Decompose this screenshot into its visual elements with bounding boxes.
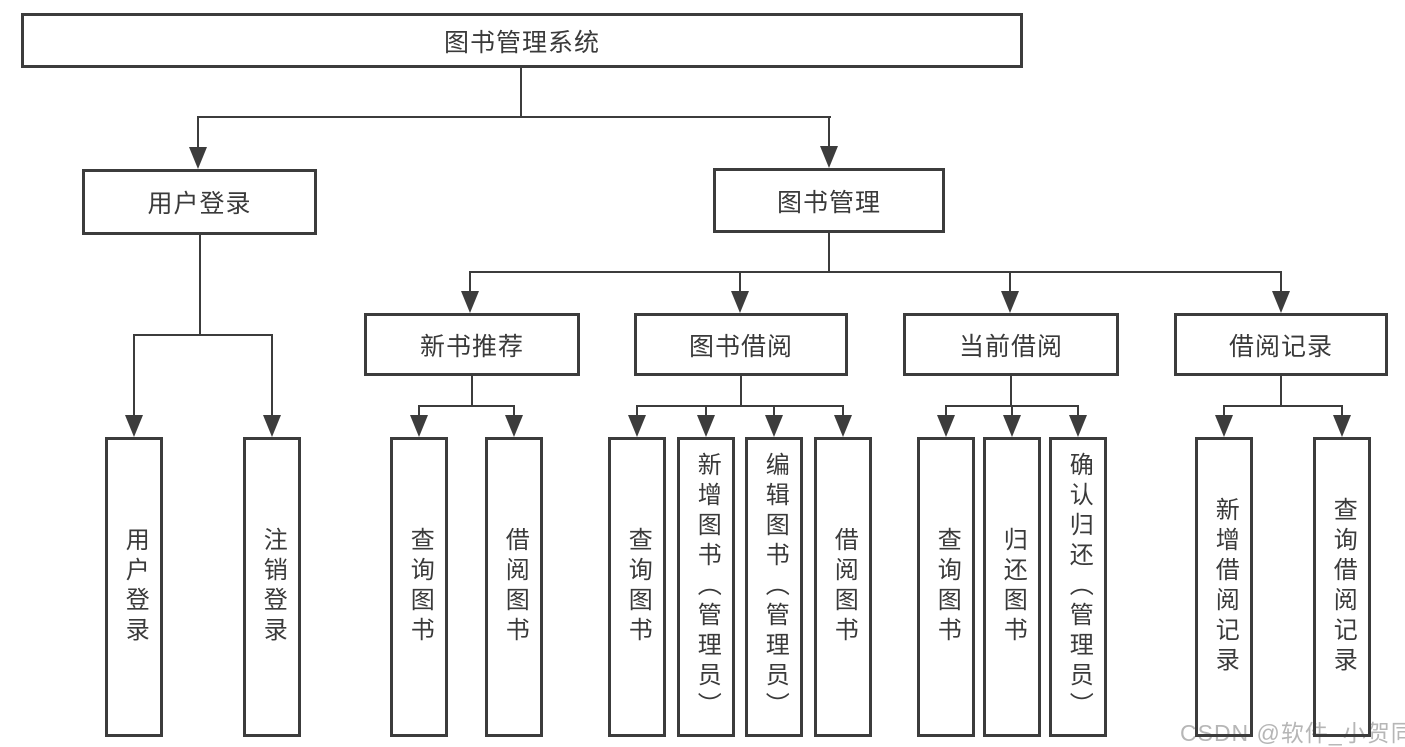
arrowhead-down-icon bbox=[697, 415, 715, 437]
node-label: 借阅图书 bbox=[830, 527, 858, 647]
node-label: 确认归还（管理员） bbox=[1065, 452, 1093, 722]
arrowhead-down-icon bbox=[125, 415, 143, 437]
connector-line bbox=[828, 116, 830, 150]
connector-line bbox=[828, 233, 830, 273]
connector-line bbox=[636, 405, 844, 407]
node-label: 图书管理 bbox=[776, 188, 881, 217]
connector-line bbox=[1280, 376, 1282, 407]
connector-line bbox=[1280, 271, 1282, 295]
leaf-query-books-recommend: 查询图书 bbox=[390, 437, 448, 737]
connector-line bbox=[513, 405, 515, 419]
leaf-return-books: 归还图书 bbox=[983, 437, 1041, 737]
connector-line bbox=[773, 405, 775, 419]
connector-line bbox=[1011, 405, 1013, 419]
leaf-confirm-return-admin: 确认归还（管理员） bbox=[1049, 437, 1107, 737]
arrowhead-down-icon bbox=[410, 415, 428, 437]
connector-line bbox=[705, 405, 707, 419]
arrowhead-down-icon bbox=[834, 415, 852, 437]
leaf-logout-login: 注销登录 bbox=[243, 437, 301, 737]
leaf-query-books-borrowing: 查询图书 bbox=[608, 437, 666, 737]
node-library-management-system: 图书管理系统 bbox=[21, 13, 1023, 68]
leaf-edit-books-admin: 编辑图书（管理员） bbox=[745, 437, 803, 737]
connector-line bbox=[636, 405, 638, 419]
connector-line bbox=[1223, 405, 1343, 407]
connector-line bbox=[418, 405, 420, 419]
node-label: 查询图书 bbox=[624, 527, 652, 647]
node-label: 查询借阅记录 bbox=[1329, 497, 1357, 677]
connector-line bbox=[945, 405, 947, 419]
connector-line bbox=[1341, 405, 1343, 419]
connector-line bbox=[520, 68, 522, 118]
connector-line bbox=[199, 235, 201, 336]
node-label: 查询图书 bbox=[933, 527, 961, 647]
connector-line bbox=[469, 271, 471, 295]
node-label: 当前借阅 bbox=[958, 332, 1063, 361]
arrowhead-down-icon bbox=[189, 147, 207, 169]
arrowhead-down-icon bbox=[731, 291, 749, 313]
node-label: 新增图书（管理员） bbox=[693, 452, 721, 722]
watermark: CSDN @软件_小贺同学 bbox=[1180, 720, 1405, 746]
node-label: 新书推荐 bbox=[419, 332, 524, 361]
leaf-add-books-admin: 新增图书（管理员） bbox=[677, 437, 735, 737]
connector-line bbox=[197, 116, 831, 118]
connector-line bbox=[739, 271, 741, 295]
connector-line bbox=[133, 334, 135, 419]
leaf-query-borrow-record: 查询借阅记录 bbox=[1313, 437, 1371, 737]
connector-line bbox=[418, 405, 515, 407]
node-label: 图书管理系统 bbox=[443, 28, 600, 57]
node-label: 图书借阅 bbox=[688, 332, 793, 361]
arrowhead-down-icon bbox=[1069, 415, 1087, 437]
connector-line bbox=[1077, 405, 1079, 419]
connector-line bbox=[1010, 376, 1012, 407]
arrowhead-down-icon bbox=[505, 415, 523, 437]
arrowhead-down-icon bbox=[1215, 415, 1233, 437]
arrowhead-down-icon bbox=[1333, 415, 1351, 437]
arrowhead-down-icon bbox=[1001, 291, 1019, 313]
connector-line bbox=[271, 334, 273, 419]
arrowhead-down-icon bbox=[820, 146, 838, 168]
connector-line bbox=[469, 271, 1282, 273]
leaf-borrow-books-recommend: 借阅图书 bbox=[485, 437, 543, 737]
node-label: 归还图书 bbox=[999, 527, 1027, 647]
node-book-borrowing: 图书借阅 bbox=[634, 313, 848, 376]
arrowhead-down-icon bbox=[765, 415, 783, 437]
leaf-user-login: 用户登录 bbox=[105, 437, 163, 737]
connector-line bbox=[1009, 271, 1011, 295]
node-label: 用户登录 bbox=[121, 527, 149, 647]
node-label: 注销登录 bbox=[259, 527, 287, 647]
node-new-book-recommend: 新书推荐 bbox=[364, 313, 580, 376]
node-label: 编辑图书（管理员） bbox=[761, 452, 789, 722]
connector-line bbox=[471, 376, 473, 407]
node-label: 用户登录 bbox=[147, 190, 252, 218]
connector-line bbox=[842, 405, 844, 419]
arrowhead-down-icon bbox=[1272, 291, 1290, 313]
leaf-query-books-current: 查询图书 bbox=[917, 437, 975, 737]
connector-line bbox=[197, 116, 199, 151]
arrowhead-down-icon bbox=[937, 415, 955, 437]
arrowhead-down-icon bbox=[263, 415, 281, 437]
arrowhead-down-icon bbox=[461, 291, 479, 313]
connector-line bbox=[740, 376, 742, 407]
arrowhead-down-icon bbox=[628, 415, 646, 437]
leaf-borrow-books-borrowing: 借阅图书 bbox=[814, 437, 872, 737]
node-label: 借阅记录 bbox=[1228, 332, 1333, 361]
node-current-borrowing: 当前借阅 bbox=[903, 313, 1119, 376]
node-book-management: 图书管理 bbox=[713, 168, 945, 233]
leaf-add-borrow-record: 新增借阅记录 bbox=[1195, 437, 1253, 737]
node-user-login: 用户登录 bbox=[82, 169, 317, 235]
arrowhead-down-icon bbox=[1003, 415, 1021, 437]
node-label: 借阅图书 bbox=[501, 527, 529, 647]
node-label: 查询图书 bbox=[406, 527, 434, 647]
connector-line bbox=[1223, 405, 1225, 419]
node-label: 新增借阅记录 bbox=[1211, 497, 1239, 677]
node-borrowing-records: 借阅记录 bbox=[1174, 313, 1388, 376]
connector-line bbox=[133, 334, 273, 336]
